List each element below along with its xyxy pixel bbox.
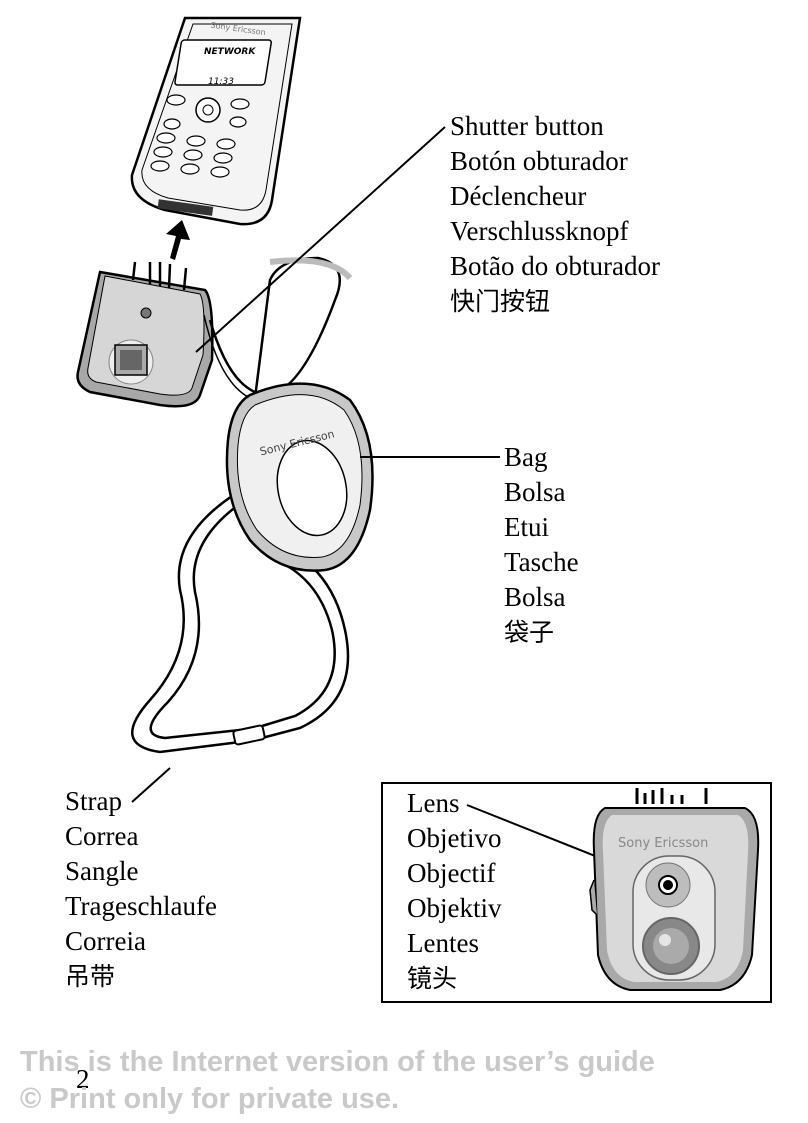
bag-label-en: Bag xyxy=(504,442,548,472)
strap-labels: Strap Correa Sangle Trageschlaufe Correi… xyxy=(65,784,217,994)
bag-label-fr: Etui xyxy=(504,512,549,542)
lens-label-zh: 镜头 xyxy=(407,964,458,993)
strap-illustration xyxy=(131,256,353,754)
mobile-phone-illustration: Sony Ericsson NETWORK 11:33 xyxy=(130,16,302,226)
shutter-label-en: Shutter button xyxy=(450,111,604,141)
bag-label-pt: Bolsa xyxy=(504,582,566,612)
shutter-label-pt: Botão do obturador xyxy=(450,251,660,281)
lens-label-es: Objetivo xyxy=(407,823,502,853)
shutter-label-es: Botón obturador xyxy=(450,146,628,176)
bag-labels: Bag Bolsa Etui Tasche Bolsa 袋子 xyxy=(504,440,579,650)
shutter-label-zh: 快门按钮 xyxy=(450,287,551,316)
strap-label-pt: Correia xyxy=(65,926,146,956)
bag-illustration: Sony Ericsson xyxy=(225,382,374,572)
page-number: 2 xyxy=(76,1064,90,1094)
watermark-line-1: This is the Internet version of the user… xyxy=(20,1046,655,1078)
bag-label-de: Tasche xyxy=(504,547,579,577)
shutter-label-fr: Déclencheur xyxy=(450,181,587,211)
strap-label-es: Correa xyxy=(65,821,139,851)
phone-screen-time: 11:33 xyxy=(208,77,234,87)
attach-arrow-icon xyxy=(166,220,190,260)
camera-brand-text: Sony Ericsson xyxy=(618,836,708,851)
strap-label-zh: 吊带 xyxy=(65,962,116,991)
lens-label-pt: Lentes xyxy=(407,928,479,958)
phone-screen-network: NETWORK xyxy=(204,47,256,57)
lens-label-fr: Objectif xyxy=(407,858,496,888)
camera-module-illustration xyxy=(76,261,214,408)
shutter-button-labels: Shutter button Botón obturador Déclenche… xyxy=(450,109,660,319)
shutter-label-de: Verschlussknopf xyxy=(450,216,629,246)
watermark-line-2: © Print only for private use. xyxy=(20,1083,400,1115)
bag-label-zh: 袋子 xyxy=(504,618,555,647)
strap-label-fr: Sangle xyxy=(65,856,139,886)
lens-label-de: Objektiv xyxy=(407,893,502,923)
camera-front-illustration: Sony Ericsson xyxy=(589,788,760,991)
bag-label-es: Bolsa xyxy=(504,477,566,507)
lens-label-en: Lens xyxy=(407,788,460,818)
strap-label-de: Trageschlaufe xyxy=(65,891,217,921)
lens-detail-inset xyxy=(381,782,772,1003)
strap-label-en: Strap xyxy=(65,786,122,816)
lens-labels: Lens Objetivo Objectif Objektiv Lentes 镜… xyxy=(407,786,502,996)
